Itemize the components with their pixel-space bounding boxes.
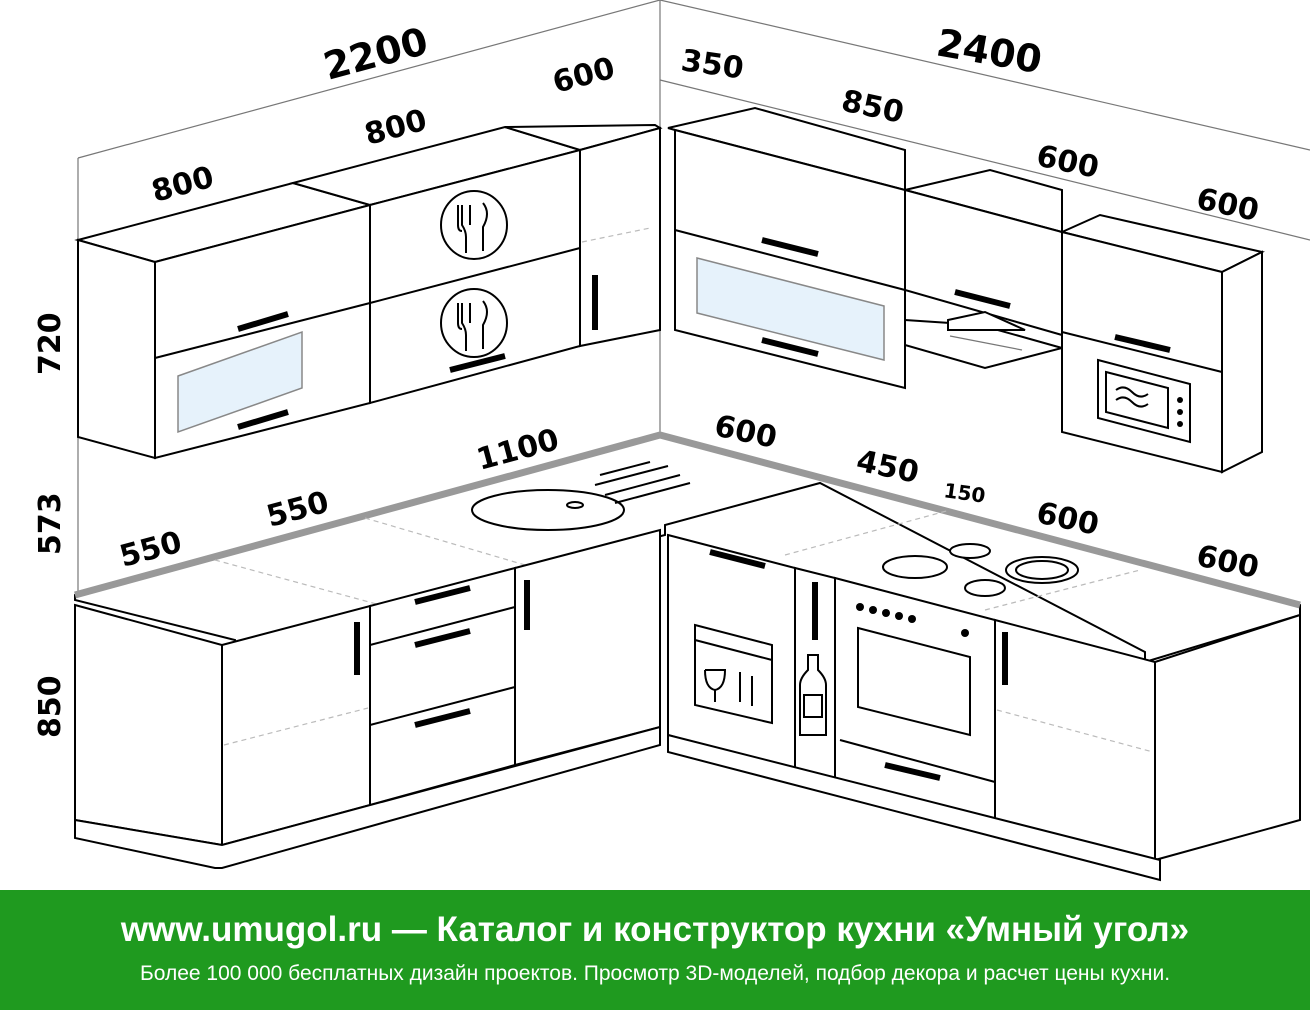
dim-upper-right-1: 850	[838, 84, 907, 131]
dim-right-wall-total: 2400	[933, 21, 1045, 83]
dim-upper-right-2: 600	[1033, 139, 1102, 186]
dim-upper-height: 720	[33, 312, 68, 375]
dim-upper-left-3: 600	[549, 51, 619, 101]
dim-upper-right-3: 600	[1193, 182, 1262, 229]
footer-title-link[interactable]: www.umugol.ru — Каталог и конструктор ку…	[120, 910, 1190, 949]
dishwasher-icon	[694, 623, 773, 725]
upper-cabinets-left	[74, 123, 663, 460]
footer-subtitle: Более 100 000 бесплатных дизайн проектов…	[139, 962, 1171, 985]
dim-base-height: 850	[33, 675, 68, 738]
cutlery-icon	[440, 288, 508, 358]
kitchen-diagram: 2200 2400 800 800 600 350 850 600 600 72…	[33, 0, 1310, 882]
microwave-icon	[1097, 358, 1191, 444]
dim-upper-left-1: 800	[148, 160, 218, 210]
cutlery-icon	[440, 190, 508, 260]
dim-upper-left-2: 800	[361, 103, 431, 153]
dim-base-right-3: 150	[942, 478, 987, 508]
dim-base-right-2: 450	[853, 444, 922, 491]
dim-apron-height: 573	[33, 492, 68, 555]
footer-banner: www.umugol.ru — Каталог и конструктор ку…	[0, 890, 1310, 1010]
sink-icon	[471, 461, 691, 531]
upper-cabinets-right	[667, 106, 1265, 474]
bottle-icon	[799, 654, 827, 736]
base-cabinets-left	[74, 528, 661, 869]
cooktop-icon	[882, 543, 1079, 597]
oven-icon	[839, 603, 996, 783]
base-cabinets-right	[667, 533, 1301, 882]
hood-icon	[947, 310, 1026, 351]
dim-upper-right-corner: 350	[679, 43, 746, 86]
dim-left-wall-total: 2200	[319, 19, 433, 89]
